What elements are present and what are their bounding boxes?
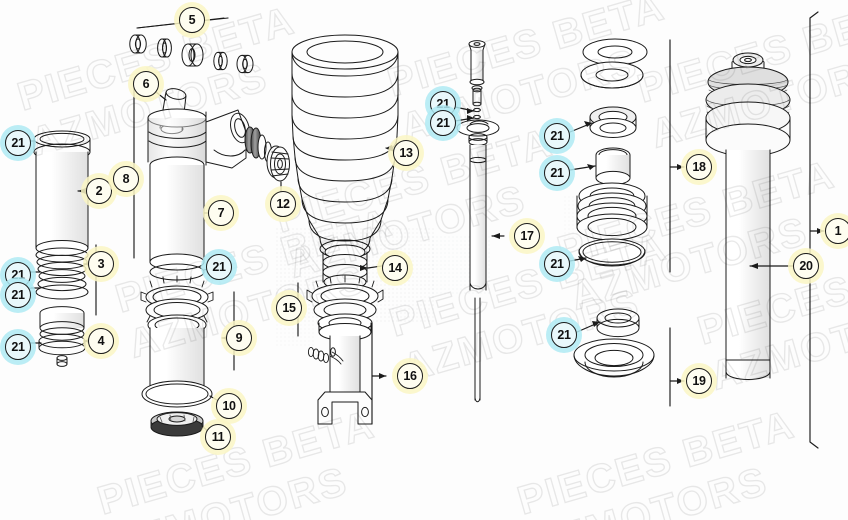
- callout-bracket-group-4[interactable]: 4: [88, 328, 114, 354]
- callout-repeat-seal-piston[interactable]: 21: [5, 334, 31, 360]
- callout-complete-fork-assembly[interactable]: 1: [825, 218, 848, 244]
- callout-bracket-group-16[interactable]: 16: [397, 363, 423, 389]
- callout-repeat-seal-tube[interactable]: 21: [206, 254, 232, 280]
- callout-bottom-bump-stop[interactable]: 11: [205, 424, 231, 450]
- callout-repeat-bearing-seal[interactable]: 21: [544, 123, 570, 149]
- callout-bracket-group-15[interactable]: 15: [276, 295, 302, 321]
- callout-fork-tube-lower[interactable]: 7: [208, 200, 234, 226]
- callout-outer-sleeve[interactable]: 2: [86, 178, 112, 204]
- callout-bracket-group-19[interactable]: 19: [686, 368, 712, 394]
- callout-bracket-group-3[interactable]: 3: [88, 251, 114, 277]
- callout-repeat-bushing[interactable]: 21: [544, 160, 570, 186]
- callout-seal-ring-kit-top[interactable]: 5: [179, 7, 205, 33]
- callout-large-oring[interactable]: 10: [216, 393, 242, 419]
- callout-repeat-washer-b[interactable]: 21: [430, 110, 456, 136]
- callout-damper-rod[interactable]: 17: [514, 223, 540, 249]
- callout-repeat-oil-seal[interactable]: 21: [544, 251, 570, 277]
- callout-adjuster-knob[interactable]: 12: [270, 191, 296, 217]
- callout-main-spring[interactable]: 13: [393, 140, 419, 166]
- callout-repeat-seal-upper-sleeve[interactable]: 21: [5, 130, 31, 156]
- callout-bracket-group-18[interactable]: 18: [686, 154, 712, 180]
- callout-bracket-group-8[interactable]: 8: [113, 166, 139, 192]
- callout-repeat-dust-seal[interactable]: 21: [551, 322, 577, 348]
- callout-spring-retainer-assembly[interactable]: 9: [226, 325, 252, 351]
- callout-inner-stanchion-tube[interactable]: 20: [793, 253, 819, 279]
- callout-repeat-seal-ring-b[interactable]: 21: [5, 282, 31, 308]
- callout-rubber-bump-stop[interactable]: 14: [382, 255, 408, 281]
- callout-upper-fork-body[interactable]: 6: [133, 71, 159, 97]
